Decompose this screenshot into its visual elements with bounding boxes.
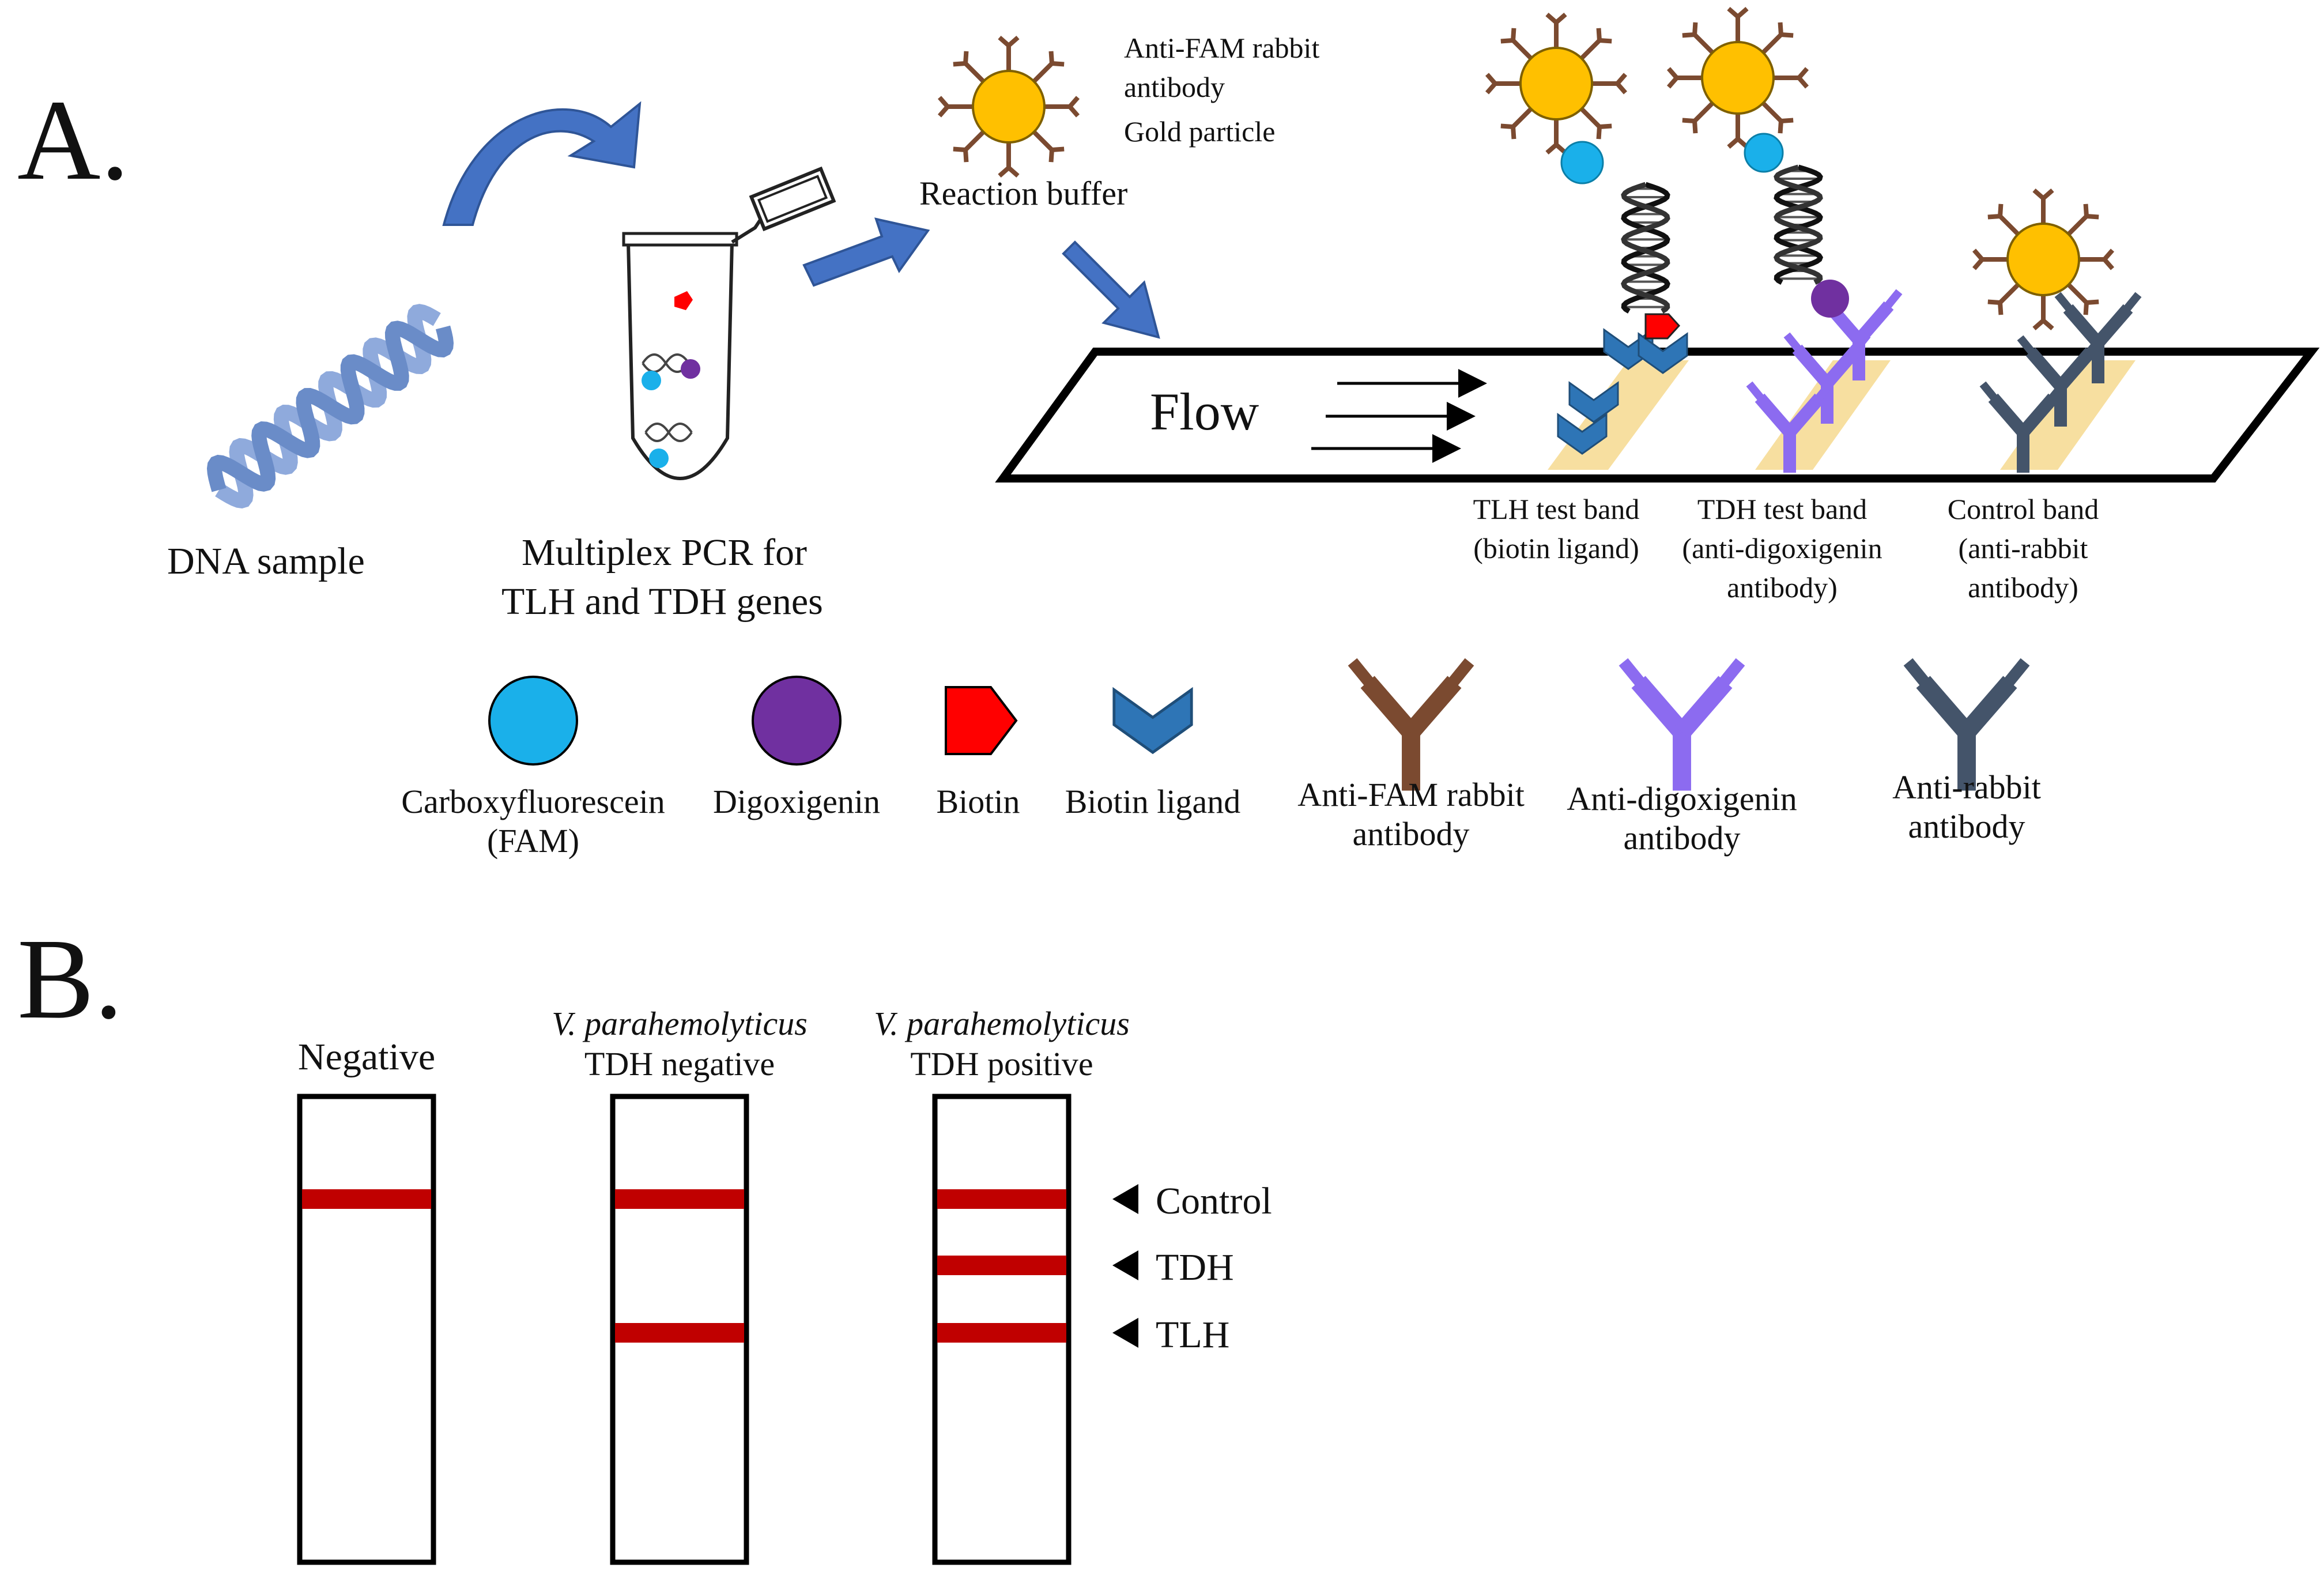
gold-nanoparticle-icon xyxy=(937,35,1080,178)
strip-title-italic: V. parahemolyticus xyxy=(874,1005,1130,1042)
gold-nanoparticle-icon xyxy=(1972,188,2115,331)
strip-title: TDH negative xyxy=(584,1045,775,1083)
biotin-ligand-chevron-icon xyxy=(1114,689,1191,752)
band-labels: TLH test band (biotin ligand) TDH test ban… xyxy=(1473,493,2099,604)
strip-title-italic: V. parahemolyticus xyxy=(552,1005,808,1042)
legend-label-line: (FAM) xyxy=(487,822,579,860)
gold-label-line-2: antibody xyxy=(1124,71,1225,103)
tdh-band-line xyxy=(937,1256,1066,1275)
legend-label-line: Biotin xyxy=(936,783,1020,820)
band-label-line: (biotin ligand) xyxy=(1473,532,1639,564)
result-strip: Negative xyxy=(297,1036,436,1565)
triangle-pointer-icon xyxy=(1112,1318,1138,1348)
band-label-line: antibody) xyxy=(1968,571,2078,604)
control-band-line xyxy=(937,1189,1066,1209)
fam-circle-icon xyxy=(488,676,578,766)
legend-label-line: Anti-FAM rabbit xyxy=(1297,776,1525,813)
band-label-line: (anti-digoxigenin xyxy=(1682,532,1882,564)
gold-nanoparticle-icon xyxy=(1666,6,1809,149)
band-label-line: TDH test band xyxy=(1697,493,1867,525)
legend-label-line: Digoxigenin xyxy=(713,783,880,820)
anti-fam-antibody-icon xyxy=(1353,662,1470,790)
arrow-to-strip-icon xyxy=(1062,240,1160,339)
digoxigenin-circle-icon xyxy=(752,676,842,766)
control-pad xyxy=(2000,360,2136,470)
legend-label-line: antibody xyxy=(1624,819,1741,857)
pcr-label-line-1: Multiplex PCR for xyxy=(522,532,807,574)
panel-a-letter: A. xyxy=(17,77,129,204)
arrow-to-buffer-icon xyxy=(802,217,930,287)
panel-b-letter: B. xyxy=(17,915,123,1043)
legend: Carboxyfluorescein(FAM) Digoxigenin Biotin… xyxy=(401,662,2041,860)
legend-label-line: Carboxyfluorescein xyxy=(401,783,665,820)
triangle-pointer-icon xyxy=(1112,1250,1138,1280)
tdh-complex xyxy=(1666,6,1849,318)
flow-arrows-icon xyxy=(1311,369,1487,463)
anti-digoxigenin-antibody-icon xyxy=(1624,662,1741,790)
legend-label-line: Biotin ligand xyxy=(1065,783,1241,820)
pcr-amplicon-helix-icon xyxy=(1621,182,1670,314)
control-marker-label: Control xyxy=(1156,1180,1272,1222)
control-complex xyxy=(1972,188,2115,331)
tlh-complex xyxy=(1485,12,1670,314)
triangle-pointer-icon xyxy=(1112,1184,1138,1214)
reaction-buffer-label: Reaction buffer xyxy=(919,175,1127,212)
band-label-line: antibody) xyxy=(1727,571,1838,604)
band-label-line: (anti-rabbit xyxy=(1959,532,2088,564)
tlh-band-line xyxy=(615,1323,744,1343)
control-band-line xyxy=(302,1189,431,1209)
dna-sample-helix-icon xyxy=(206,304,454,508)
tdh-marker-label: TDH xyxy=(1156,1246,1234,1288)
pcr-amplicon-helix-icon xyxy=(1773,164,1824,285)
flow-label: Flow xyxy=(1150,382,1259,441)
fam-label-icon xyxy=(1560,141,1604,184)
legend-label-line: Anti-digoxigenin xyxy=(1567,780,1797,817)
digoxigenin-label-icon xyxy=(1811,280,1849,318)
tlh-band-line xyxy=(937,1323,1066,1343)
gold-label-line-1: Anti-FAM rabbit xyxy=(1124,32,1319,64)
gold-label-line-3: Gold particle xyxy=(1124,115,1275,148)
biotin-pentagon-icon xyxy=(945,686,1018,755)
curved-arrow-icon xyxy=(442,101,642,226)
band-label-line: Control band xyxy=(1948,493,2099,525)
gold-particle-icon xyxy=(937,35,1080,178)
control-band-line xyxy=(615,1189,744,1209)
dna-sample-label: DNA sample xyxy=(167,540,365,582)
legend-label-line: antibody xyxy=(1908,808,2025,845)
tlh-band-assembly xyxy=(1557,313,1688,455)
pcr-tube-icon xyxy=(622,166,836,480)
tlh-marker-label: TLH xyxy=(1156,1314,1229,1356)
pcr-label-line-2: TLH and TDH genes xyxy=(501,581,823,623)
strip-title: TDH positive xyxy=(910,1045,1093,1083)
strip-title: Negative xyxy=(298,1036,435,1078)
legend-label-line: antibody xyxy=(1353,815,1470,853)
band-label-line: TLH test band xyxy=(1473,493,1640,525)
legend-label-line: Anti-rabbit xyxy=(1892,768,2041,806)
fam-label-icon xyxy=(1744,133,1784,173)
gold-nanoparticle-icon xyxy=(1485,12,1628,155)
